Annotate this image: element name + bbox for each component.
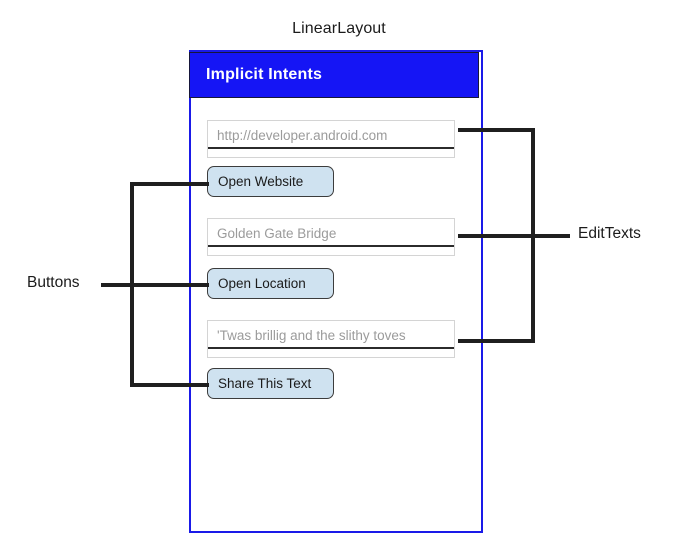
linearlayout-caption: LinearLayout: [292, 20, 386, 37]
edittexts-bracket-branch-1: [458, 128, 535, 132]
buttons-annotation-label: Buttons: [27, 274, 80, 291]
edittext-url[interactable]: http://developer.android.com: [207, 120, 455, 158]
open-website-button-label: Open Website: [218, 174, 304, 189]
edittext-location-placeholder: Golden Gate Bridge: [217, 226, 337, 241]
share-this-text-button-label: Share This Text: [218, 376, 312, 391]
edittexts-bracket-branch-2: [458, 234, 535, 238]
edittexts-annotation-label: EditTexts: [578, 225, 641, 242]
edittext-location-underline: [208, 245, 454, 247]
edittext-share-underline: [208, 347, 454, 349]
edittext-url-placeholder: http://developer.android.com: [217, 128, 388, 143]
open-location-button[interactable]: Open Location: [207, 268, 334, 299]
edittext-share-placeholder: 'Twas brillig and the slithy toves: [217, 328, 406, 343]
open-website-button[interactable]: Open Website: [207, 166, 334, 197]
open-location-button-label: Open Location: [218, 276, 306, 291]
edittext-location[interactable]: Golden Gate Bridge: [207, 218, 455, 256]
share-this-text-button[interactable]: Share This Text: [207, 368, 334, 399]
edittext-url-underline: [208, 147, 454, 149]
buttons-label-leader: [101, 283, 134, 287]
buttons-bracket-branch-3: [130, 383, 209, 387]
edittexts-bracket-branch-3: [458, 339, 535, 343]
app-bar-title: Implicit Intents: [206, 66, 323, 83]
buttons-bracket-branch-1: [130, 182, 209, 186]
edittext-share[interactable]: 'Twas brillig and the slithy toves: [207, 320, 455, 358]
edittexts-label-leader: [531, 234, 570, 238]
app-bar: Implicit Intents: [189, 52, 479, 98]
buttons-bracket-branch-2: [130, 283, 209, 287]
